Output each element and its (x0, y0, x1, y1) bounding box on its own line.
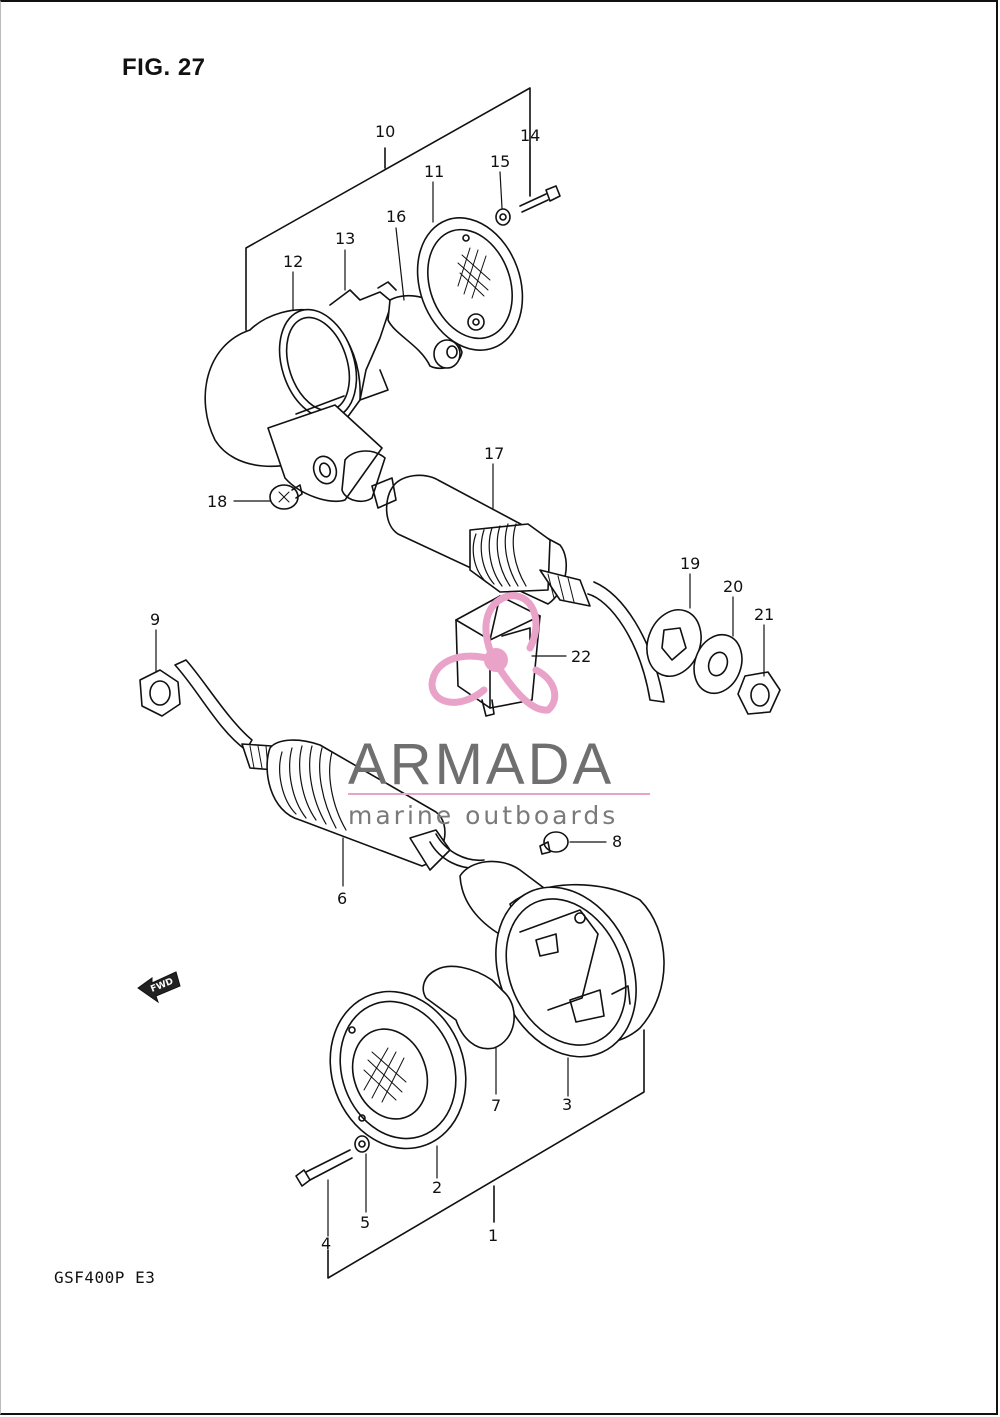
watermark-underline (348, 793, 650, 795)
model-code: GSF400P E3 (54, 1268, 156, 1287)
callout-11: 11 (424, 162, 444, 181)
lock-washer (646, 609, 702, 677)
upper-signal-housing (204, 308, 386, 502)
watermark-tagline: marine outboards (348, 801, 618, 830)
callout-4: 4 (321, 1234, 331, 1253)
armada-watermark: ARMADA marine outboards (348, 592, 650, 830)
upper-rubber-stem (371, 474, 665, 703)
lower-screw (295, 1149, 353, 1187)
callout-1: 1 (488, 1226, 498, 1245)
hex-nut-upper (737, 671, 781, 715)
hex-nut-lower (139, 669, 181, 717)
callout-17: 17 (484, 444, 504, 463)
callout-14: 14 (520, 126, 540, 145)
callout-10: 10 (375, 122, 395, 141)
lower-signal-housing (459, 860, 665, 1058)
lower-washer (354, 1135, 370, 1153)
upper-washer (495, 208, 511, 226)
mount-screw (269, 484, 303, 510)
leader-lines (155, 145, 765, 1237)
callout-3: 3 (562, 1095, 572, 1114)
callout-15: 15 (490, 152, 510, 171)
callout-22: 22 (571, 647, 591, 666)
flat-washer (693, 633, 743, 695)
propeller-logo (428, 592, 559, 714)
callout-5: 5 (360, 1213, 370, 1232)
lower-bulb (422, 965, 515, 1050)
upper-lens (416, 217, 524, 351)
callout-21: 21 (754, 605, 774, 624)
callout-19: 19 (680, 554, 700, 573)
lower-lens (329, 990, 467, 1150)
callout-6: 6 (337, 889, 347, 908)
assembly-bracket-lower (327, 1029, 645, 1279)
callout-20: 20 (723, 577, 743, 596)
reflector-plate (329, 281, 397, 401)
callout-12: 12 (283, 252, 303, 271)
callout-13: 13 (335, 229, 355, 248)
callout-9: 9 (150, 610, 160, 629)
callout-16: 16 (386, 207, 406, 226)
callout-8: 8 (612, 832, 622, 851)
watermark-name: ARMADA (348, 732, 614, 797)
forward-direction-arrow: FWD (137, 971, 181, 1004)
callout-7: 7 (491, 1096, 501, 1115)
callout-labels: 1 2 3 4 5 6 7 8 9 10 11 12 13 14 15 16 1… (150, 122, 774, 1253)
callout-2: 2 (432, 1178, 442, 1197)
figure-title: FIG. 27 (122, 54, 206, 81)
upper-screw (519, 185, 561, 213)
mount-bolt (539, 831, 569, 855)
callout-18: 18 (207, 492, 227, 511)
assembly-bracket-upper (245, 87, 531, 331)
